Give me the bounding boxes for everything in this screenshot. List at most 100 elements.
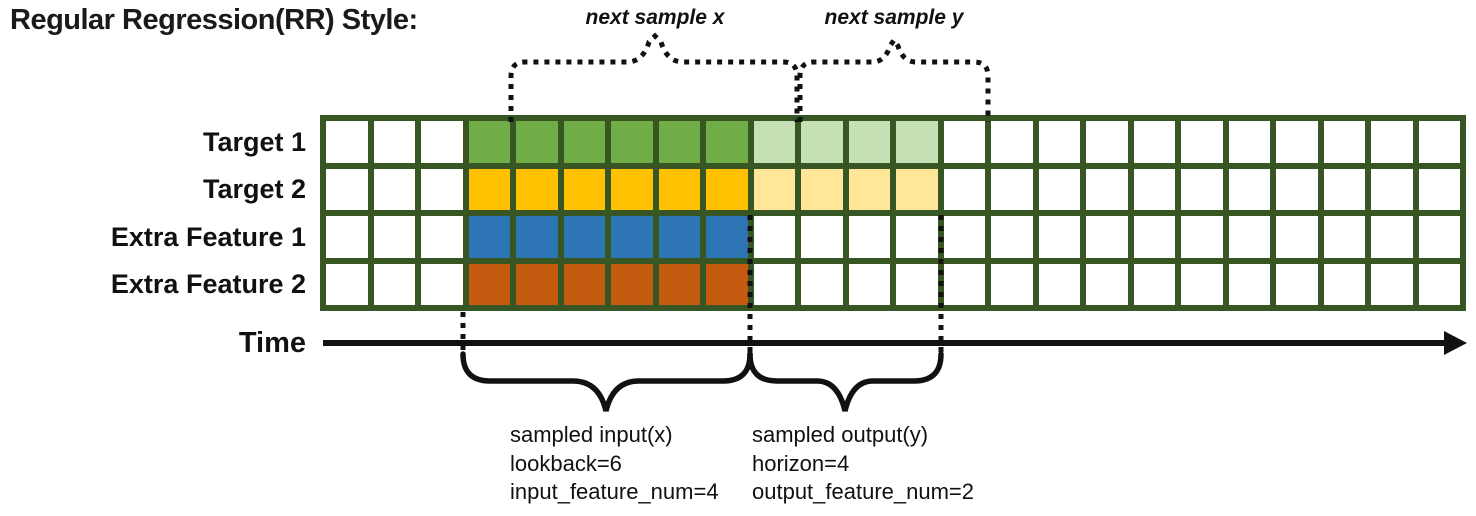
grid-cell: [943, 121, 985, 163]
grid-cell: [943, 216, 985, 258]
grid-cell: [801, 121, 843, 163]
page-title: Regular Regression(RR) Style:: [10, 4, 418, 36]
grid-cell: [658, 168, 700, 210]
grid-cell: [1181, 216, 1223, 258]
grid-cell: [658, 263, 700, 305]
grid-cell: [658, 121, 700, 163]
grid-cell: [991, 263, 1033, 305]
grid-cell: [1276, 121, 1318, 163]
row-label-extra-feature-2: Extra Feature 2: [110, 269, 306, 299]
time-axis-arrowhead-icon: [1444, 331, 1467, 355]
sampled-input-brace: [460, 351, 753, 412]
grid-cell: [468, 263, 510, 305]
grid-cell: [1228, 168, 1270, 210]
grid-cell: [1418, 168, 1460, 210]
grid-cell: [563, 263, 605, 305]
grid-cell: [1371, 121, 1413, 163]
grid-cell: [896, 216, 938, 258]
grid-cell: [896, 121, 938, 163]
grid-cell: [1323, 216, 1365, 258]
grid-cell: [1133, 216, 1175, 258]
grid-cell: [516, 121, 558, 163]
grid-cell: [1323, 168, 1365, 210]
grid-cell: [516, 168, 558, 210]
grid-cell: [753, 263, 795, 305]
grid-cell: [706, 121, 748, 163]
sampled-output-title: sampled output(y): [752, 422, 929, 447]
grid-cell: [848, 121, 890, 163]
next-sample-y-label: next sample y: [824, 6, 964, 29]
grid-cell: [1276, 216, 1318, 258]
grid-cell: [1181, 121, 1223, 163]
grid-cell: [1181, 168, 1223, 210]
grid-cell: [848, 216, 890, 258]
grid-cell: [991, 216, 1033, 258]
grid-cell: [1086, 263, 1128, 305]
grid-cell: [1133, 263, 1175, 305]
grid-cell: [753, 216, 795, 258]
grid-cell: [1086, 168, 1128, 210]
grid-cell: [1323, 121, 1365, 163]
grid-cell: [1133, 168, 1175, 210]
grid-cell: [563, 216, 605, 258]
grid-cell: [1276, 263, 1318, 305]
grid-cell: [801, 168, 843, 210]
grid-cell: [896, 168, 938, 210]
grid-cell: [326, 263, 368, 305]
grid-cell: [468, 168, 510, 210]
grid-cell: [373, 216, 415, 258]
grid-cell: [611, 168, 653, 210]
grid-cell: [326, 216, 368, 258]
sampled-input-annotation: sampled input(x) lookback=6 input_featur…: [510, 421, 719, 507]
sampled-output-annotation: sampled output(y) horizon=4 output_featu…: [752, 421, 974, 507]
grid-cell: [373, 121, 415, 163]
grid-cell: [706, 168, 748, 210]
grid-cell: [1371, 168, 1413, 210]
grid-cell: [1038, 168, 1080, 210]
grid-cell: [516, 263, 558, 305]
next-sample-x-brace: [508, 32, 800, 122]
grid-cell: [753, 121, 795, 163]
grid-cell: [848, 263, 890, 305]
next-sample-y-brace: [797, 35, 991, 122]
sampled-output-brace: [747, 351, 944, 412]
grid-cell: [326, 168, 368, 210]
output-feature-num-value: output_feature_num=2: [752, 479, 975, 504]
grid-cell: [801, 216, 843, 258]
grid-cell: [943, 263, 985, 305]
grid-cell: [1228, 121, 1270, 163]
grid-cell: [563, 121, 605, 163]
grid-cell: [468, 216, 510, 258]
grid-cell: [1418, 216, 1460, 258]
grid-cell: [1228, 216, 1270, 258]
next-sample-x-label: next sample x: [585, 6, 725, 29]
time-axis-label: Time: [238, 327, 306, 359]
grid-cell: [1228, 263, 1270, 305]
grid-cell: [1371, 216, 1413, 258]
grid-cell: [421, 263, 463, 305]
grid-cell: [1038, 263, 1080, 305]
row-label-target-1: Target 1: [202, 127, 306, 157]
grid-cell: [421, 168, 463, 210]
grid-cell: [1086, 121, 1128, 163]
grid-cell: [468, 121, 510, 163]
grid-cell: [991, 121, 1033, 163]
grid-cell: [516, 216, 558, 258]
grid-cell: [753, 168, 795, 210]
lookback-value: lookback=6: [510, 450, 622, 476]
row-label-extra-feature-1: Extra Feature 1: [110, 222, 306, 252]
grid-cell: [1038, 216, 1080, 258]
horizon-value: horizon=4: [752, 450, 850, 476]
grid-cell: [1181, 263, 1223, 305]
input-feature-num-value: input_feature_num=4: [510, 479, 719, 504]
grid-cell: [706, 263, 748, 305]
grid-cell: [706, 216, 748, 258]
grid-cell: [563, 168, 605, 210]
grid-cell: [1086, 216, 1128, 258]
grid-cell: [421, 216, 463, 258]
grid-cell: [801, 263, 843, 305]
grid-cell: [1371, 263, 1413, 305]
grid-cell: [326, 121, 368, 163]
grid-cell: [658, 216, 700, 258]
grid-cell: [1038, 121, 1080, 163]
